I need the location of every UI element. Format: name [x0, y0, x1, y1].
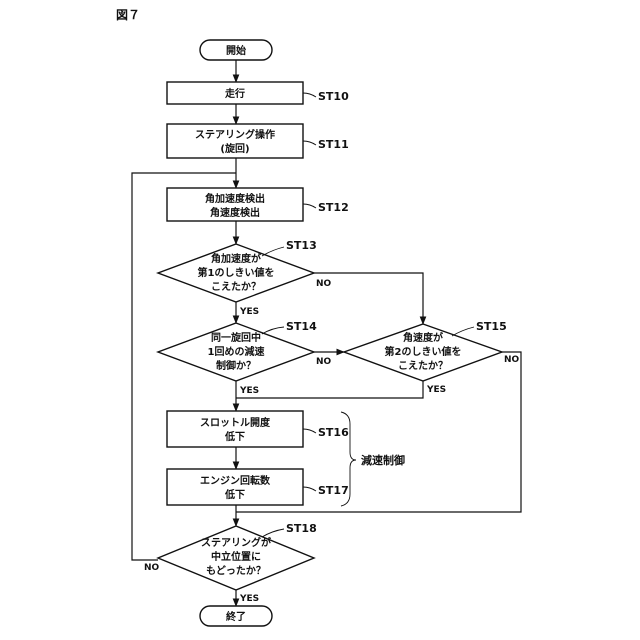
leader-st10 — [303, 93, 316, 97]
process-st10: 走行 — [167, 82, 303, 104]
leader-st11 — [303, 141, 316, 145]
st18-line-2: 中立位置に — [211, 550, 261, 563]
branch-st13-yes: YES — [239, 307, 259, 317]
decision-st18: ステアリングが 中立位置に もどったか？ — [158, 526, 314, 590]
st14-line-2: 1回めの減速 — [208, 345, 265, 358]
leader-st16 — [303, 429, 316, 433]
st18-line-3: もどったか？ — [206, 564, 266, 577]
st14-line-1: 同一旋回中 — [211, 331, 261, 344]
st11-line-2: (旋回) — [220, 142, 249, 155]
st13-line-3: こえたか？ — [211, 281, 261, 293]
end-label: 終了 — [226, 610, 246, 623]
step-label-st15: ST15 — [476, 320, 507, 333]
step-label-st17: ST17 — [318, 484, 349, 497]
line-st15-yes-merge — [236, 381, 423, 398]
process-st11: ステアリング操作 (旋回) — [167, 124, 303, 158]
branch-st15-no: NO — [504, 355, 520, 365]
end-terminal: 終了 — [200, 606, 272, 626]
branch-st13-no: NO — [316, 279, 332, 289]
st12-line-2: 角速度検出 — [210, 206, 260, 219]
leader-st12 — [303, 204, 316, 208]
process-st17: エンジン回転数 低下 — [167, 469, 303, 505]
st15-line-3: こえたか？ — [398, 360, 448, 372]
step-label-st13: ST13 — [286, 239, 317, 252]
st15-line-1: 角速度が — [403, 331, 444, 344]
st12-line-1: 角加速度検出 — [205, 192, 265, 205]
start-terminal: 開始 — [200, 40, 272, 60]
branch-st15-yes: YES — [426, 385, 446, 395]
branch-st14-yes: YES — [239, 386, 259, 396]
group-label: 減速制御 — [361, 453, 405, 467]
process-st16: スロットル開度 低下 — [167, 411, 303, 447]
st14-line-3: 制御か？ — [216, 359, 256, 372]
decision-st13: 角加速度が 第1のしきい値を こえたか？ — [158, 244, 314, 302]
branch-st14-no: NO — [316, 357, 332, 367]
st16-line-2: 低下 — [224, 430, 245, 443]
st15-line-2: 第2のしきい値を — [385, 345, 462, 358]
branch-st18-yes: YES — [239, 594, 259, 604]
st13-line-2: 第1のしきい値を — [198, 266, 275, 279]
leader-st18 — [262, 529, 284, 537]
step-label-st11: ST11 — [318, 138, 349, 151]
st13-line-1: 角加速度が — [211, 252, 262, 265]
leader-st14 — [262, 327, 284, 334]
st16-line-1: スロットル開度 — [200, 416, 271, 429]
st11-line-1: ステアリング操作 — [195, 128, 275, 141]
st18-line-1: ステアリングが — [201, 536, 272, 549]
leader-st15 — [452, 327, 474, 336]
step-label-st12: ST12 — [318, 201, 349, 214]
st17-line-1: エンジン回転数 — [200, 474, 271, 487]
step-label-st16: ST16 — [318, 426, 349, 439]
branch-st18-no: NO — [144, 563, 160, 573]
st17-line-2: 低下 — [224, 488, 245, 501]
st10-line-1: 走行 — [224, 87, 245, 100]
step-label-st10: ST10 — [318, 90, 349, 103]
process-st12: 角加速度検出 角速度検出 — [167, 188, 303, 221]
start-label: 開始 — [226, 44, 246, 57]
leader-st17 — [303, 487, 316, 491]
step-label-st18: ST18 — [286, 522, 317, 535]
step-label-st14: ST14 — [286, 320, 317, 333]
